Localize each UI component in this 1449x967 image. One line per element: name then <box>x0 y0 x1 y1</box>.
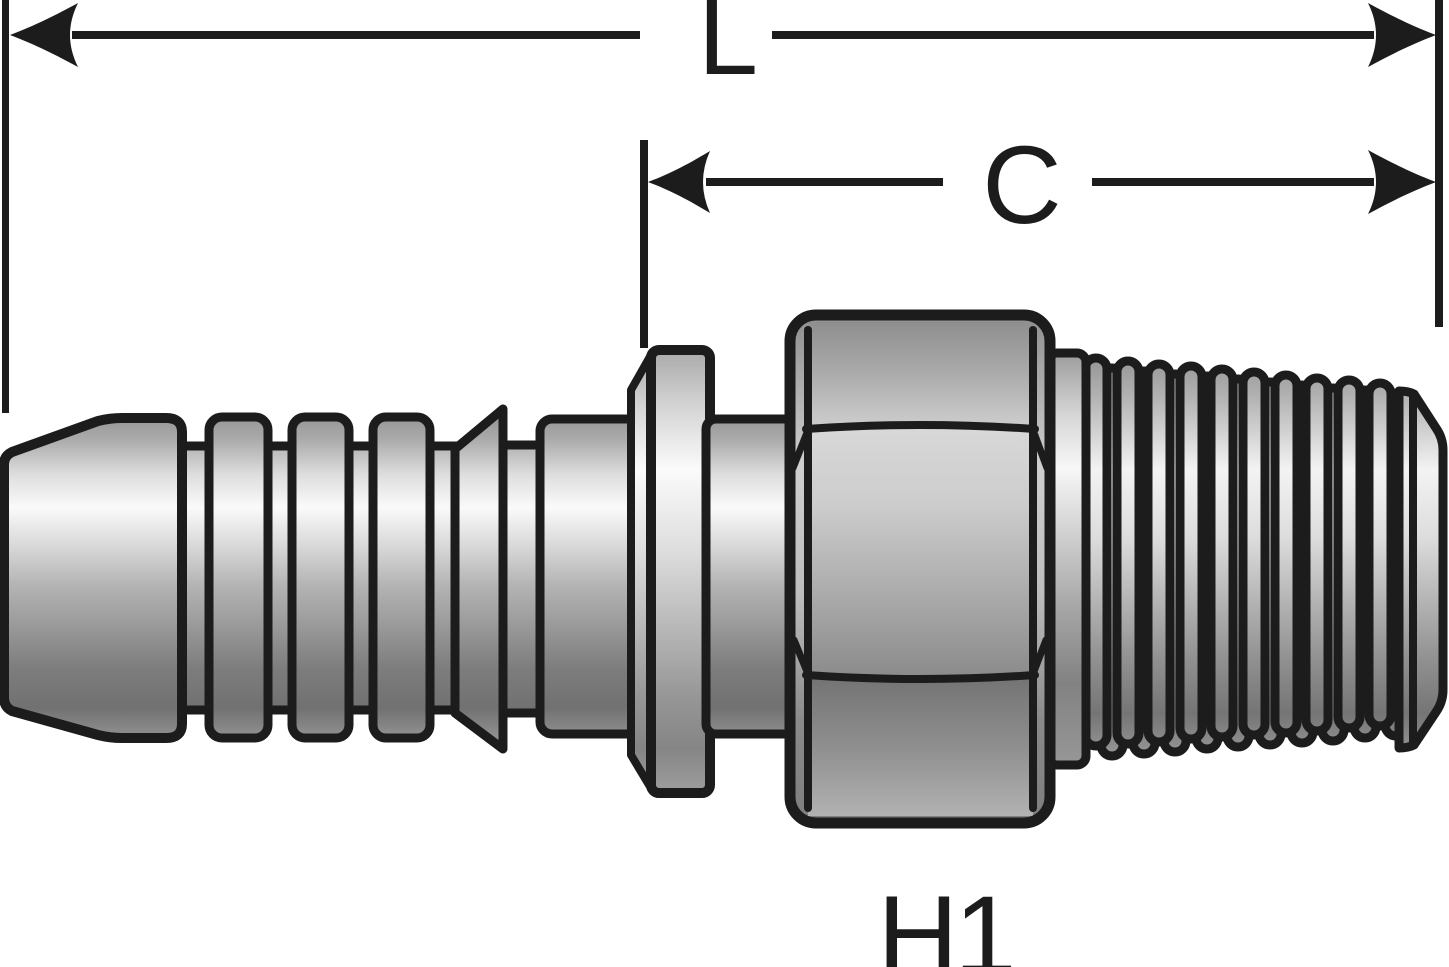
hex-facet-line-lower <box>802 671 1039 683</box>
thread-crest <box>1175 361 1207 744</box>
hex-facet-upper <box>808 322 1033 428</box>
extension-line-left <box>2 0 9 413</box>
hex-corner-edge <box>790 636 812 678</box>
thread-crest <box>1364 378 1396 731</box>
stem-shank-right <box>701 414 803 739</box>
hex-nut <box>784 309 1056 829</box>
stem-barb-2 <box>287 412 354 743</box>
stem-barb-taper <box>450 404 508 754</box>
hex-size-label: H1 <box>877 873 1012 967</box>
dimension-L: L <box>10 0 1436 97</box>
extension-line-right <box>1435 0 1443 327</box>
dimension-l-right-segment <box>772 31 1374 39</box>
thread-crest <box>1238 367 1270 740</box>
arrowhead-l-left <box>10 3 78 67</box>
stem-shank-left <box>535 414 647 739</box>
dimension-c-left-segment <box>706 178 943 186</box>
hose-stem-nose <box>0 413 187 743</box>
thread-crest <box>1143 359 1175 747</box>
dimension-l-left-segment <box>72 31 640 39</box>
male-pipe-thread <box>1043 348 1448 770</box>
thread-tip <box>1394 386 1448 753</box>
dimension-c-right-segment <box>1092 178 1374 186</box>
arrowhead-l-right <box>1368 3 1436 67</box>
thread-crest <box>1333 375 1365 733</box>
hex-nut-outline <box>784 309 1056 829</box>
dimension-C: C <box>648 124 1436 247</box>
thread-crest <box>1206 364 1238 742</box>
dimension-label-C: C <box>982 124 1061 247</box>
hex-facet-lower <box>808 676 1033 816</box>
dimension-lines: L C <box>2 0 1443 413</box>
arrowhead-c-left <box>648 151 710 213</box>
thread-crest <box>1301 373 1333 736</box>
hose-barb-stem <box>0 345 803 798</box>
flange-collar <box>646 345 715 798</box>
thread-crest <box>1112 356 1144 749</box>
thread-crest <box>1270 370 1302 738</box>
hex-facet-middle <box>808 428 1033 676</box>
hex-facet-line-upper <box>802 421 1039 433</box>
stem-barb-3 <box>368 412 435 743</box>
stem-barb-1 <box>204 412 273 743</box>
extension-line-flange <box>640 140 648 348</box>
hex-corner-edge <box>1029 636 1050 678</box>
arrowhead-c-right <box>1368 150 1436 214</box>
dimension-label-L: L <box>698 0 758 97</box>
